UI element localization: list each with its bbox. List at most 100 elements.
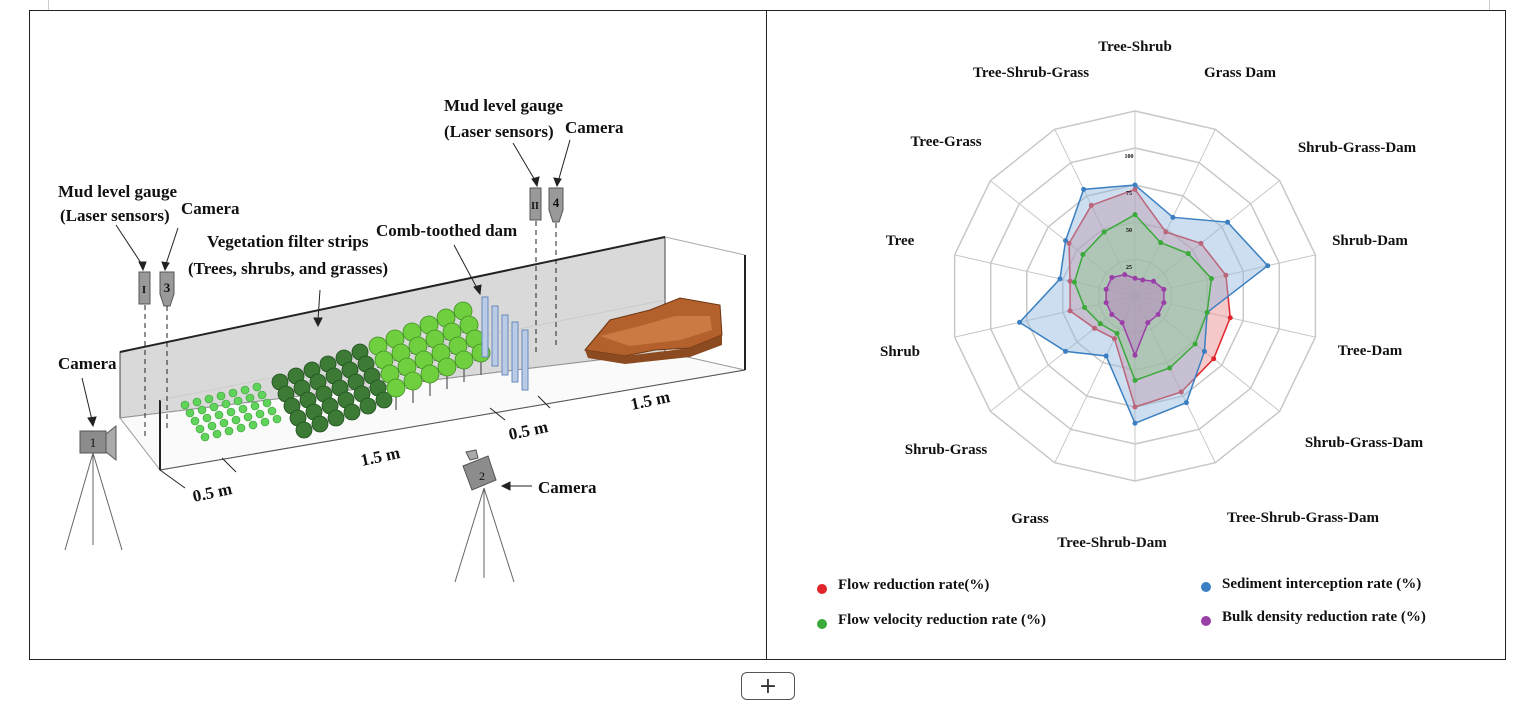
grass-plant: [202, 413, 212, 423]
chart-legend: Flow reduction rate(%) Flow velocity red…: [817, 576, 1426, 629]
flume-front-bottom: [159, 369, 746, 471]
radar-point: [1081, 186, 1087, 192]
legend-sediment: Sediment interception rate (%): [1222, 576, 1421, 592]
radar-category-label: Tree-Dam: [1338, 343, 1403, 359]
radar-point: [1109, 275, 1115, 281]
grass-plant: [221, 399, 231, 409]
radar-point: [1170, 214, 1176, 220]
radar-tick-label: 50: [1126, 228, 1132, 234]
grass-plant: [250, 401, 260, 411]
shrub-strip: [271, 343, 393, 439]
camera-right-label: Camera: [565, 118, 624, 137]
tree-plant: [420, 364, 440, 384]
grass-plant: [236, 423, 246, 433]
expand-button[interactable]: +: [741, 672, 795, 700]
figure-frame: [29, 10, 1506, 660]
radar-point: [1155, 311, 1161, 317]
mud-gauge-left-sub: (Laser sensors): [60, 206, 170, 225]
grass-plant: [252, 382, 262, 392]
grass-plant: [231, 415, 241, 425]
tree-plant: [437, 357, 457, 377]
radar-point: [1063, 348, 1069, 354]
svg-text:4: 4: [553, 195, 560, 210]
radar-tick-label: 100: [1125, 154, 1134, 160]
dimension-ticks: [159, 395, 551, 489]
radar-point: [1114, 330, 1120, 336]
radar-point: [1167, 365, 1173, 371]
radar-category-label: Tree-Shrub-Grass-Dam: [1227, 510, 1379, 526]
mud-gauge-left-label: Mud level gauge: [58, 182, 177, 201]
grass-plant: [197, 405, 207, 415]
radar-category-label: Shrub-Grass: [905, 442, 988, 458]
camera-side-label: Camera: [58, 354, 117, 373]
grass-plant: [226, 407, 236, 417]
radar-point: [1183, 400, 1189, 406]
grass-plant: [207, 421, 217, 431]
grass-plant: [255, 409, 265, 419]
top-border: [48, 0, 1490, 10]
tree-plant: [403, 371, 423, 391]
radar-category-label: Tree-Shrub-Grass: [973, 65, 1089, 81]
shrub-plant: [327, 409, 345, 427]
sediment-block: [584, 297, 723, 364]
grass-plant: [260, 417, 270, 427]
legend-flow: Flow reduction rate(%): [838, 577, 989, 593]
legend-marker-bulk: [1201, 616, 1211, 626]
legend-marker-flow: [817, 584, 827, 594]
grass-plant: [262, 398, 272, 408]
grass-plant: [272, 414, 282, 424]
radar-point: [1080, 251, 1086, 257]
radar-point: [1185, 251, 1191, 257]
grass-plant: [200, 432, 210, 442]
pointer-arrows: [81, 139, 571, 491]
setup-diagram: I 3 II 4 1 2: [58, 96, 746, 583]
radar-point: [1227, 315, 1233, 321]
dim-15-right: 1.5 m: [629, 387, 672, 414]
radar-category-label: Tree-Shrub: [1098, 39, 1172, 55]
legend-bulk: Bulk density reduction rate (%): [1222, 609, 1426, 625]
grass-plant: [238, 404, 248, 414]
radar-point: [1132, 182, 1138, 188]
radar-point: [1204, 309, 1210, 315]
grass-plant: [192, 397, 202, 407]
radar-grid: [953, 110, 1317, 482]
grass-plant: [245, 393, 255, 403]
grass-plant: [228, 388, 238, 398]
radar-point: [1161, 300, 1167, 306]
grass-plant: [240, 385, 250, 395]
dim-05-left: 0.5 m: [191, 479, 234, 506]
mud-gauge-right-sub: (Laser sensors): [444, 122, 554, 141]
grass-plant: [212, 429, 222, 439]
radar-category-label: Tree-Shrub-Dam: [1057, 535, 1167, 551]
radar-point: [1067, 278, 1073, 284]
legend-marker-sediment: [1201, 582, 1211, 592]
radar-point: [1057, 276, 1063, 282]
radar-point: [1145, 320, 1151, 326]
radar-point: [1132, 352, 1138, 358]
radar-point: [1132, 212, 1138, 218]
radar-point: [1132, 420, 1138, 426]
radar-point: [1151, 278, 1157, 284]
grass-plant: [267, 406, 277, 416]
radar-spoke: [1054, 129, 1136, 297]
radar-category-label: Shrub-Grass-Dam: [1298, 140, 1417, 156]
svg-text:I: I: [142, 284, 146, 296]
radar-point: [1097, 321, 1103, 327]
radar-category-label: Shrub-Grass-Dam: [1305, 435, 1424, 451]
shrub-plant: [311, 415, 329, 433]
radar-point: [1119, 320, 1125, 326]
radar-point: [1092, 325, 1098, 331]
radar-point: [1017, 319, 1023, 325]
tree-plant: [454, 350, 474, 370]
radar-point: [1140, 277, 1146, 283]
radar-point: [1192, 341, 1198, 347]
shrub-plant: [359, 397, 377, 415]
radar-point: [1066, 240, 1072, 246]
radar-spoke: [1134, 180, 1280, 297]
radar-point: [1103, 300, 1109, 306]
dim-15-mid: 1.5 m: [359, 443, 402, 470]
radar-series: [1017, 182, 1271, 426]
